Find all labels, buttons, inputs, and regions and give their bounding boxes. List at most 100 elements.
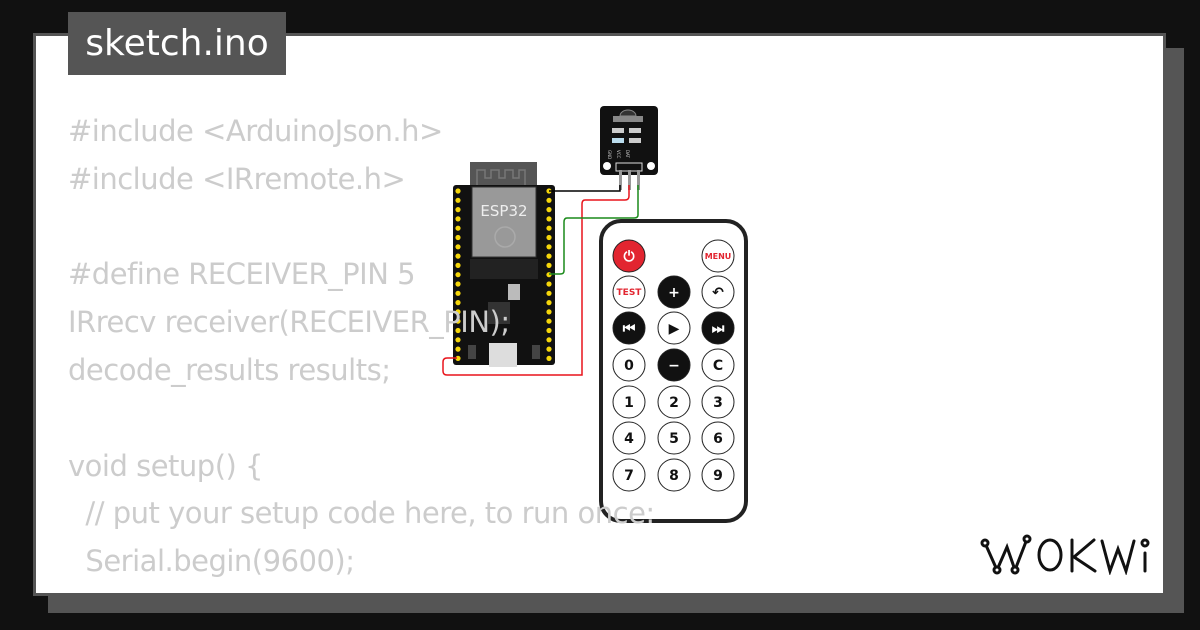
code-preview: #include <ArduinoJson.h> #include <IRremo… — [68, 108, 655, 593]
button-label: 4 — [624, 431, 634, 447]
remote-button-4[interactable]: 4 — [612, 421, 646, 455]
remote-button-2[interactable]: 2 — [657, 385, 691, 419]
remote-button-test[interactable]: TEST — [612, 275, 646, 309]
esp32-board[interactable]: ESP32 — [453, 162, 555, 367]
esp32-pin[interactable] — [546, 355, 552, 361]
esp32-pin[interactable] — [455, 207, 461, 213]
next-icon: ⏭ — [712, 321, 725, 337]
remote-button-8[interactable]: 8 — [657, 458, 691, 492]
esp32-pin[interactable] — [455, 225, 461, 231]
esp32-pin[interactable] — [546, 309, 552, 315]
code-line — [68, 395, 655, 443]
button-label: 3 — [713, 395, 723, 411]
remote-button-0[interactable]: 0 — [612, 348, 646, 382]
wire-data — [549, 185, 639, 275]
esp32-pin[interactable] — [455, 272, 461, 278]
esp32-pin[interactable] — [546, 346, 552, 352]
esp32-pin[interactable] — [546, 207, 552, 213]
esp32-pin[interactable] — [546, 290, 552, 296]
esp32-pin[interactable] — [455, 290, 461, 296]
esp32-pin[interactable] — [546, 337, 552, 343]
minus-icon: − — [668, 358, 680, 374]
esp32-pin[interactable] — [546, 327, 552, 334]
button-label: 1 — [624, 395, 634, 411]
esp32-pin[interactable] — [455, 300, 461, 306]
esp32-pin[interactable] — [455, 281, 461, 287]
remote-button-next-icon[interactable]: ⏭ — [701, 311, 735, 345]
button-label: 6 — [713, 431, 723, 447]
esp32-label: ESP32 — [480, 202, 527, 220]
file-tab[interactable]: sketch.ino — [68, 12, 286, 75]
ir-pin-label: VCC — [616, 150, 621, 159]
esp32-pin[interactable] — [455, 262, 461, 268]
back-icon: ↶ — [712, 285, 724, 301]
wire-gnd — [549, 185, 621, 192]
esp32-pin[interactable] — [455, 188, 461, 194]
ir-pin-label: DAT — [625, 150, 630, 158]
code-line: // put your setup code here, to run once… — [68, 496, 655, 531]
esp32-pin[interactable] — [546, 300, 552, 306]
esp32-pin[interactable] — [546, 216, 552, 222]
remote-button-1[interactable]: 1 — [612, 385, 646, 419]
previous-icon: ⏮ — [623, 321, 636, 337]
button-label: TEST — [617, 288, 643, 298]
power-icon: ⏻ — [623, 249, 634, 265]
code-line: Serial.begin(9600); — [68, 544, 355, 579]
button-label: C — [713, 358, 723, 374]
esp32-pin[interactable] — [546, 262, 552, 268]
remote-button-menu[interactable]: MENU — [701, 239, 735, 273]
remote-button-3[interactable]: 3 — [701, 385, 735, 419]
code-layer: #include <ArduinoJson.h> #include <IRremo… — [36, 36, 1163, 593]
ir-receiver-module[interactable]: GND VCC DAT — [600, 106, 658, 190]
ir-pin-label: GND — [607, 150, 612, 159]
code-line: #include <IRremote.h> — [68, 161, 406, 196]
esp32-pin[interactable] — [455, 355, 461, 361]
remote-button-5[interactable]: 5 — [657, 421, 691, 455]
remote-button-7[interactable]: 7 — [612, 458, 646, 492]
esp32-pin[interactable] — [455, 253, 461, 259]
wire-vcc — [442, 185, 630, 376]
esp32-pin[interactable] — [455, 327, 461, 334]
esp32-pin[interactable] — [455, 309, 461, 315]
code-line: IRrecv receiver(RECEIVER_PIN); — [68, 305, 510, 340]
code-line: decode_results results; — [68, 352, 391, 387]
remote-button-previous-icon[interactable]: ⏮ — [612, 311, 646, 345]
code-line — [68, 204, 655, 252]
code-line: #include <ArduinoJson.h> — [68, 114, 443, 148]
esp32-pin[interactable] — [546, 234, 552, 241]
esp32-pin[interactable] — [455, 216, 461, 222]
remote-button-minus-icon[interactable]: − — [657, 348, 691, 382]
esp32-pin[interactable] — [455, 197, 461, 203]
code-line: void setup() { — [68, 448, 263, 483]
esp32-pin[interactable] — [546, 281, 552, 287]
plus-icon: + — [668, 285, 680, 301]
remote-button-c[interactable]: C — [701, 348, 735, 382]
esp32-pin[interactable] — [455, 244, 461, 250]
ir-remote: ⏻ MENU TEST + ↶ ⏮ ▶ ⏭ 0 − C 1 2 3 4 5 6 7 8 9 — [599, 219, 748, 523]
button-label: 5 — [669, 431, 679, 447]
esp32-pin[interactable] — [455, 234, 461, 241]
remote-button-6[interactable]: 6 — [701, 421, 735, 455]
esp32-pin[interactable] — [546, 253, 552, 259]
remote-button-9[interactable]: 9 — [701, 458, 735, 492]
button-label: MENU — [705, 252, 732, 261]
remote-button-back-icon[interactable]: ↶ — [701, 275, 735, 309]
esp32-pin[interactable] — [546, 318, 552, 324]
esp32-pin[interactable] — [455, 337, 461, 343]
esp32-pin[interactable] — [546, 225, 552, 231]
play-icon: ▶ — [669, 321, 680, 337]
button-label: 8 — [669, 468, 679, 484]
remote-button-power-icon[interactable]: ⏻ — [612, 239, 646, 273]
esp32-pin[interactable] — [546, 244, 552, 250]
button-label: 7 — [624, 468, 634, 484]
button-label: 9 — [713, 468, 723, 484]
button-label: 2 — [669, 395, 679, 411]
esp32-pin[interactable] — [546, 197, 552, 203]
remote-button-plus-icon[interactable]: + — [657, 275, 691, 309]
wokwi-logo — [980, 534, 1150, 575]
esp32-pin[interactable] — [455, 346, 461, 352]
button-label: 0 — [624, 358, 634, 374]
esp32-pin[interactable] — [455, 318, 461, 324]
remote-button-play-icon[interactable]: ▶ — [657, 311, 691, 345]
